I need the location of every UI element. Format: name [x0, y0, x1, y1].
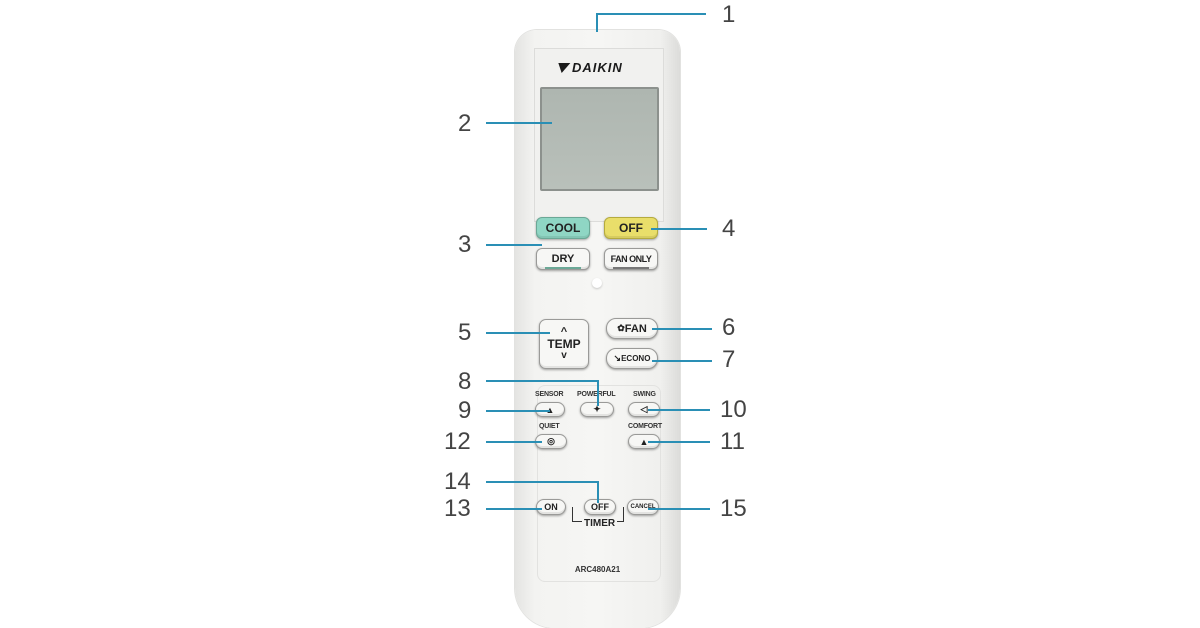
fan-button[interactable]: ✿ FAN — [606, 318, 658, 339]
callout-11-number: 11 — [720, 428, 745, 455]
cool-button[interactable]: COOL — [536, 217, 590, 239]
daikin-logo-icon — [555, 62, 571, 73]
callout-10-line — [648, 409, 710, 411]
off-button[interactable]: OFF — [604, 217, 658, 239]
callout-3-number: 3 — [458, 231, 472, 258]
powerful-icon: ✦ — [593, 404, 601, 414]
callout-13-number: 13 — [444, 495, 471, 522]
temp-down-icon[interactable]: v — [561, 350, 567, 361]
callout-8-vline — [597, 380, 599, 406]
comfort-label: COMFORT — [628, 423, 662, 430]
quiet-button[interactable]: ◎ — [535, 434, 567, 449]
callout-8-line — [486, 380, 599, 382]
dry-underline — [545, 267, 581, 269]
callout-1-line — [596, 13, 706, 15]
callout-15-line — [648, 508, 710, 510]
model-number: ARC480A21 — [574, 565, 621, 574]
temp-up-icon[interactable]: ^ — [560, 326, 568, 338]
callout-12-number: 12 — [444, 428, 471, 455]
callout-11-line — [648, 441, 710, 443]
callout-6-number: 6 — [722, 314, 736, 341]
brand-name: DAIKIN — [572, 60, 623, 75]
dry-button[interactable]: DRY — [536, 248, 590, 270]
callout-1-vline — [596, 14, 598, 32]
lcd-display — [540, 87, 659, 191]
timer-cancel-button[interactable]: CANCEL — [627, 499, 659, 515]
callout-2-line — [486, 122, 552, 124]
callout-14-number: 14 — [444, 468, 471, 495]
indicator-led — [592, 278, 602, 288]
callout-8-number: 8 — [458, 368, 472, 395]
powerful-label: POWERFUL — [577, 391, 616, 398]
sensor-icon: ▲ — [546, 405, 555, 415]
callout-4-number: 4 — [722, 215, 736, 242]
callout-2-number: 2 — [458, 110, 472, 137]
timer-off-button[interactable]: OFF — [584, 499, 616, 515]
callout-13-line — [486, 508, 542, 510]
callout-7-number: 7 — [722, 346, 736, 373]
callout-9-line — [486, 410, 550, 412]
swing-label: SWING — [633, 391, 656, 398]
comfort-icon: ▲ — [639, 436, 649, 447]
fan-only-underline — [613, 267, 649, 269]
lower-panel — [537, 385, 661, 582]
callout-6-line — [652, 328, 712, 330]
econo-icon: ↘ — [613, 353, 622, 363]
callout-7-line — [652, 360, 712, 362]
callout-10-number: 10 — [720, 396, 747, 423]
timer-label: TIMER — [582, 518, 618, 529]
callout-14-vline — [597, 481, 599, 503]
brand-logo: DAIKIN — [555, 60, 623, 75]
fan-only-button[interactable]: FAN ONLY — [604, 248, 658, 270]
callout-12-line — [486, 441, 542, 443]
callout-15-number: 15 — [720, 495, 747, 522]
quiet-label: QUIET — [539, 423, 560, 430]
callout-1-number: 1 — [722, 1, 736, 28]
callout-3-line — [486, 244, 542, 246]
fan-icon: ✿ — [617, 323, 625, 333]
quiet-icon: ◎ — [547, 436, 555, 446]
sensor-button[interactable]: ▲ — [535, 402, 565, 417]
timer-on-button[interactable]: ON — [536, 499, 566, 515]
sensor-label: SENSOR — [535, 391, 564, 398]
callout-14-line — [486, 481, 599, 483]
econo-button[interactable]: ↘ ECONO — [606, 348, 658, 369]
temp-button[interactable]: ^ TEMP v — [539, 319, 589, 369]
swing-icon: ◁ — [640, 404, 648, 414]
callout-5-number: 5 — [458, 319, 472, 346]
callout-4-line — [651, 228, 707, 230]
callout-5-line — [486, 332, 550, 334]
callout-9-number: 9 — [458, 397, 472, 424]
temp-label: TEMP — [547, 337, 581, 351]
